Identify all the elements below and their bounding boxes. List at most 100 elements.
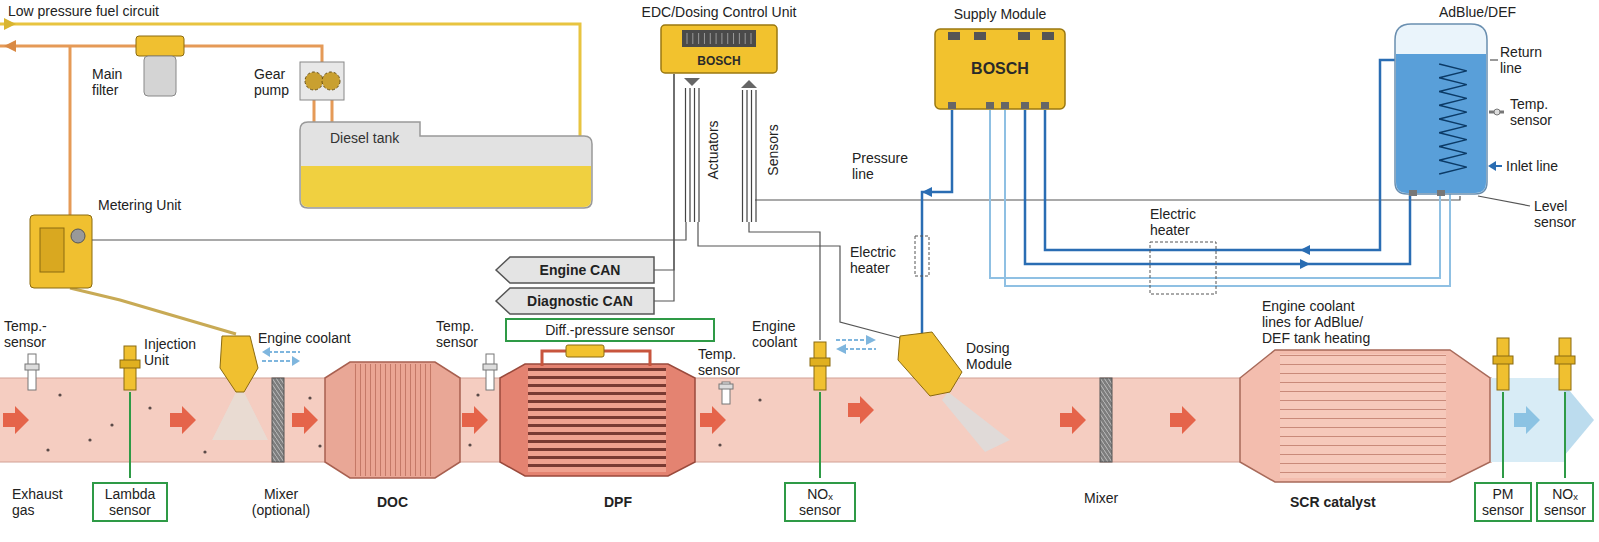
injection-unit xyxy=(262,347,270,357)
gear-pump xyxy=(300,62,344,100)
tank-fittings xyxy=(1488,161,1496,171)
soot-particles xyxy=(758,398,761,401)
gear-pump xyxy=(300,62,344,100)
ecu-outline xyxy=(661,25,777,73)
soot-particles xyxy=(476,393,479,396)
dosing-module xyxy=(844,348,876,350)
sensor-label: Temp. sensor xyxy=(436,318,486,350)
signal-wires xyxy=(92,222,686,240)
tank-fittings xyxy=(1478,196,1530,206)
fuel-lines xyxy=(4,18,16,30)
exhaust-sensor-probe xyxy=(810,358,830,366)
exhaust-arrows xyxy=(462,406,488,434)
signal-label: Actuators xyxy=(704,120,720,179)
can-bus-box: Engine CAN xyxy=(496,257,654,283)
soot-particles xyxy=(58,393,61,396)
diff-pressure-sensor xyxy=(542,345,650,366)
main-filter xyxy=(136,36,184,56)
ecu-outline xyxy=(739,33,740,44)
electric-heater xyxy=(915,236,1216,294)
doc-catalyst xyxy=(354,364,432,476)
ecu-outline xyxy=(710,33,711,44)
tank-label: Diesel tank xyxy=(330,130,399,146)
sensor-bundle xyxy=(741,80,757,88)
dosing-module xyxy=(836,344,846,354)
diesel-tank: Diesel tank xyxy=(300,122,592,208)
main-filter xyxy=(136,36,184,96)
part-label: Dosing Module xyxy=(966,340,1028,372)
diff-pressure-sensor xyxy=(604,351,650,366)
injection-unit xyxy=(212,392,268,440)
component-label: SCR catalyst xyxy=(1290,494,1376,510)
exhaust-arrows xyxy=(848,396,874,424)
metering-unit xyxy=(40,228,64,272)
supply-module: Supply ModuleBOSCH xyxy=(934,28,1066,110)
flow-label: Exhaust gas xyxy=(12,486,70,518)
supply-outline xyxy=(948,102,956,109)
scr-catalyst xyxy=(1280,354,1446,478)
soot-particles xyxy=(308,396,311,399)
sensor-callout: PM sensor xyxy=(1474,482,1532,522)
fuel-lines xyxy=(70,288,236,334)
exhaust-arrows xyxy=(170,406,196,434)
exhaust-arrows xyxy=(1170,406,1196,434)
adblue-lines xyxy=(1045,60,1395,250)
scr-catalyst xyxy=(1240,350,1490,482)
adblue-outline xyxy=(1396,54,1486,193)
brand-logo: BOSCH xyxy=(934,60,1066,78)
actuator-bundle xyxy=(686,88,700,222)
ecu-outline xyxy=(721,33,722,44)
adblue-outline xyxy=(1395,24,1487,194)
sensor-bundle xyxy=(743,90,757,222)
scr-catalyst xyxy=(1240,350,1490,482)
soot-particles xyxy=(718,443,721,446)
exhaust-arrows xyxy=(700,406,726,434)
gear-pump xyxy=(322,72,340,90)
temp-probe xyxy=(25,364,39,370)
ecu-outline xyxy=(716,33,717,44)
ecu-outline xyxy=(682,30,756,47)
sensor-label: Temp. sensor xyxy=(1510,96,1566,128)
adblue-outline xyxy=(1395,24,1487,194)
exhaust-pipe xyxy=(1564,384,1594,456)
supply-outline xyxy=(1041,102,1049,109)
adblue-lines xyxy=(990,110,1440,278)
diff-pressure-sensor xyxy=(542,351,566,366)
sensor-bundle xyxy=(741,80,757,222)
soot-particles xyxy=(318,444,321,447)
main-filter xyxy=(144,56,176,96)
doc-catalyst xyxy=(325,362,460,478)
supply-outline xyxy=(986,102,994,109)
control-unit: EDC/Dosing Control UnitBOSCH xyxy=(660,24,778,74)
adblue-tank: AdBlue/DEF xyxy=(1395,24,1487,194)
injection-unit xyxy=(212,336,300,440)
coolant-label: Engine coolant xyxy=(752,318,810,350)
supply-outline xyxy=(935,29,1065,109)
actuator-bundle xyxy=(684,78,700,222)
node-text: Diagnostic CAN xyxy=(527,288,633,314)
part-label: Metering Unit xyxy=(98,197,181,213)
supply-outline xyxy=(1042,32,1054,40)
ecu-outline xyxy=(704,33,705,44)
supply-outline xyxy=(948,32,960,40)
injection-unit xyxy=(292,356,300,366)
can-outline xyxy=(496,257,654,283)
tank-outline xyxy=(301,166,591,207)
adblue-outline xyxy=(1409,190,1417,196)
adblue-lines xyxy=(1025,110,1410,264)
exhaust-sensor-probe xyxy=(1555,356,1575,364)
connector xyxy=(654,74,674,301)
injection-unit xyxy=(220,336,258,392)
tank-fittings xyxy=(1490,59,1498,60)
part-label: Injection Unit xyxy=(144,336,208,368)
part-label: Mixer xyxy=(1084,490,1118,506)
adblue-outline xyxy=(1437,190,1445,196)
soot-particles xyxy=(148,406,151,409)
can-outline xyxy=(496,288,654,314)
dosing-module xyxy=(866,335,876,345)
sensor-label: Temp. sensor xyxy=(698,346,748,378)
electric-heater xyxy=(1150,242,1216,294)
